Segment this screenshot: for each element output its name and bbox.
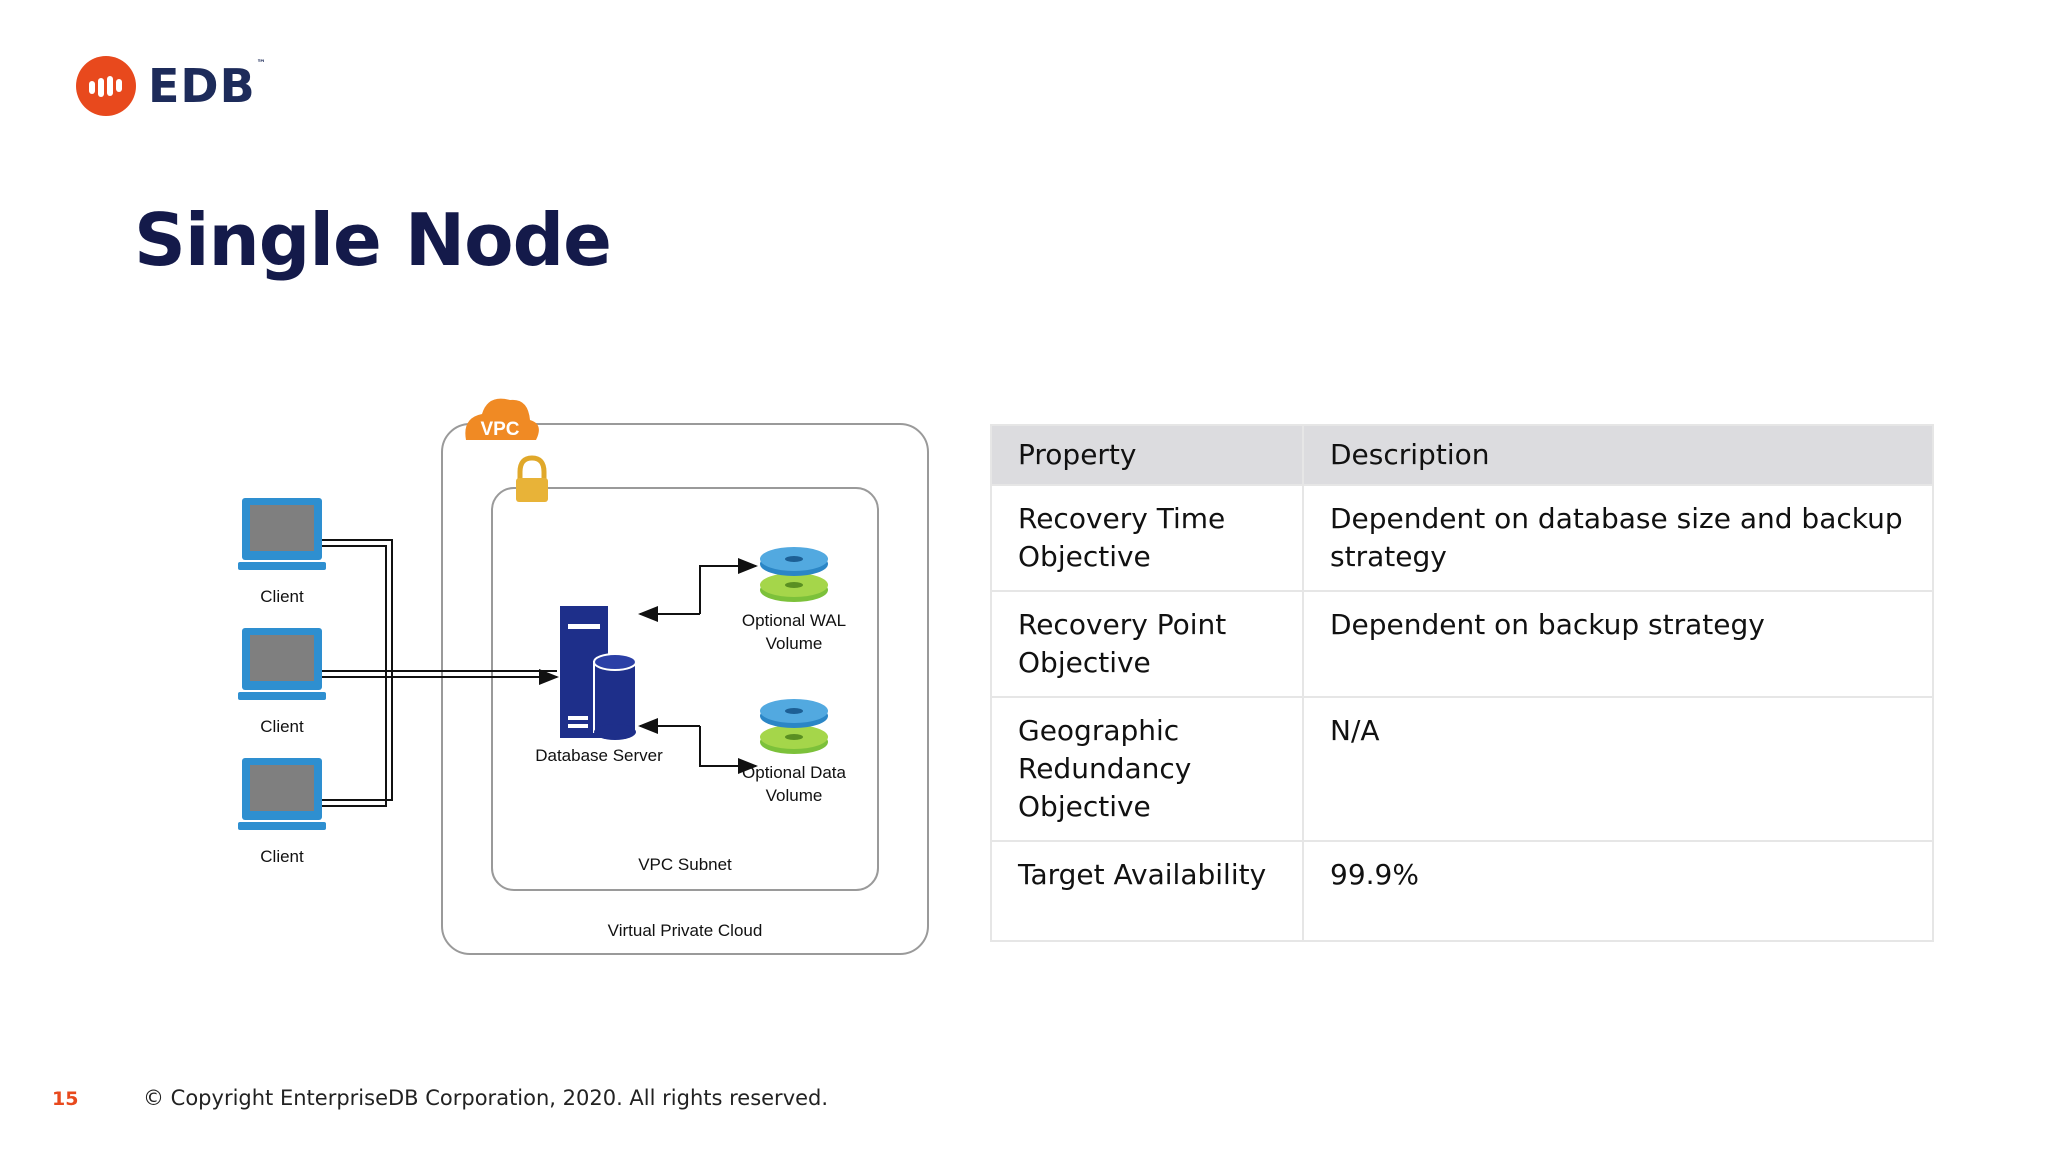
laptop-icon	[238, 758, 326, 830]
edb-logo-mark-icon	[76, 56, 136, 116]
column-header-description: Description	[1302, 424, 1934, 486]
database-server: Database Server	[535, 606, 663, 765]
table-row: Target Availability 99.9%	[990, 840, 1934, 942]
description-cell: N/A	[1302, 696, 1934, 842]
vpc-boundary	[441, 423, 929, 955]
description-cell: Dependent on backup strategy	[1302, 590, 1934, 698]
table-header-row: Property Description	[990, 424, 1934, 486]
description-cell: 99.9%	[1302, 840, 1934, 942]
lock-icon	[516, 455, 548, 502]
vpc-badge-label: VPC	[480, 419, 519, 440]
laptop-icon	[238, 498, 326, 570]
client-laptop-1: Client	[238, 498, 326, 606]
cloud-icon: VPC	[465, 398, 539, 440]
vpc-subnet-label: VPC Subnet	[638, 855, 732, 874]
client-label: Client	[260, 587, 304, 606]
wal-volume-label-line2: Volume	[766, 634, 823, 653]
vpc-label: Virtual Private Cloud	[608, 921, 763, 940]
property-cell: Recovery Point Objective	[990, 590, 1304, 698]
vpc-subnet-boundary	[491, 487, 879, 891]
property-cell: Geographic Redundancy Objective	[990, 696, 1304, 842]
client-connections	[322, 539, 559, 807]
table-row: Recovery Point Objective Dependent on ba…	[990, 590, 1934, 698]
client-laptop-3: Client	[238, 758, 326, 866]
architecture-diagram: VPC Client Client Client	[238, 398, 929, 955]
client-label: Client	[260, 717, 304, 736]
client-label: Client	[260, 847, 304, 866]
properties-table: Property Description Recovery Time Objec…	[990, 424, 1934, 942]
edb-logo: EDB™	[76, 56, 267, 116]
wal-volume-label-line1: Optional WAL	[742, 611, 846, 630]
data-volume: Optional Data Volume	[742, 699, 847, 805]
column-header-property: Property	[990, 424, 1304, 486]
property-cell: Recovery Time Objective	[990, 484, 1304, 592]
database-server-label: Database Server	[535, 746, 663, 765]
data-volume-label-line2: Volume	[766, 786, 823, 805]
database-icon	[593, 653, 637, 740]
data-volume-label-line1: Optional Data	[742, 763, 846, 782]
laptop-icon	[238, 628, 326, 700]
disk-volume-icon	[760, 699, 828, 754]
logo-wordmark: EDB™	[148, 59, 267, 113]
client-laptop-2: Client	[238, 628, 326, 736]
copyright-notice: © Copyright EnterpriseDB Corporation, 20…	[143, 1086, 829, 1110]
disk-volume-icon	[760, 547, 828, 602]
slide-title: Single Node	[134, 198, 612, 282]
table-row: Geographic Redundancy Objective N/A	[990, 696, 1934, 842]
volume-connections	[638, 558, 758, 774]
page-number: 15	[52, 1088, 79, 1110]
description-cell: Dependent on database size and backup st…	[1302, 484, 1934, 592]
property-cell: Target Availability	[990, 840, 1304, 942]
wal-volume: Optional WAL Volume	[742, 547, 846, 653]
table-row: Recovery Time Objective Dependent on dat…	[990, 484, 1934, 592]
